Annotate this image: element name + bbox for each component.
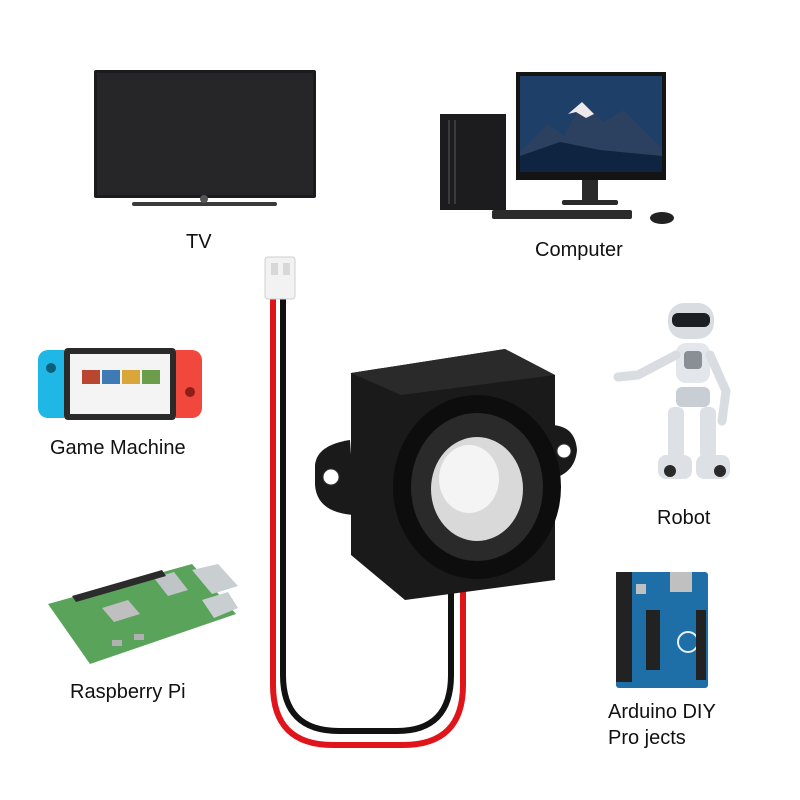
arduino-board-icon (616, 572, 708, 688)
arduino-label-line2: Pro jects (608, 727, 686, 749)
game-console-icon (38, 348, 202, 420)
raspberry-pi-label: Raspberry Pi (70, 681, 186, 703)
arduino-label-line1: Arduino DIY (608, 701, 716, 723)
raspberry-pi-board-icon (48, 564, 238, 664)
tv-icon (94, 70, 316, 206)
computer-icon (440, 72, 674, 224)
robot-label: Robot (657, 507, 711, 529)
tv-label: TV (186, 231, 212, 253)
game-machine-label: Game Machine (50, 437, 186, 459)
speaker-icon (264, 256, 577, 748)
computer-label: Computer (535, 239, 623, 261)
robot-icon (613, 303, 731, 479)
